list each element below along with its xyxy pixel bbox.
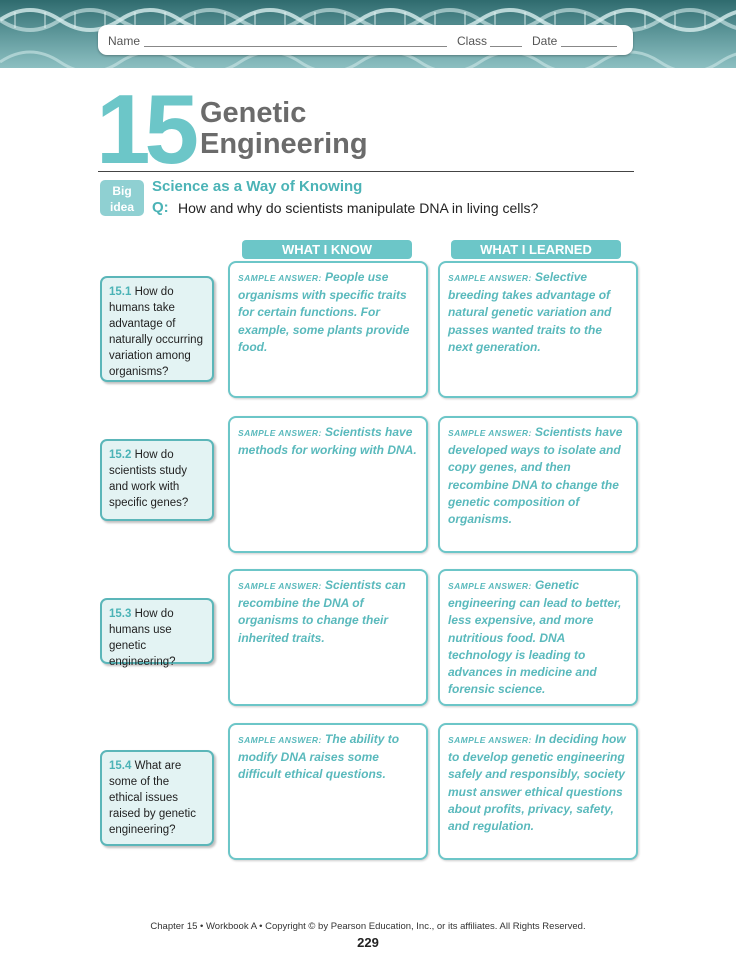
learned-answer-box-15-1[interactable]: Sample answer: Selective breeding takes … <box>438 261 638 398</box>
know-answer-text: The ability to modify DNA raises some di… <box>238 732 400 782</box>
question-box-15-1: 15.1 How do humans take advantage of nat… <box>100 276 214 382</box>
sample-answer-label: Sample answer: <box>448 735 532 745</box>
date-label: Date <box>532 34 558 48</box>
question-number: 15.2 <box>109 449 132 461</box>
know-answer-box-15-3[interactable]: Sample answer: Scientists can recombine … <box>228 569 428 706</box>
column-header-know: WHAT I KNOW <box>242 240 412 259</box>
sample-answer-label: Sample answer: <box>238 735 322 745</box>
big-idea-badge-line1: Big <box>112 184 132 198</box>
know-answer-box-15-4[interactable]: Sample answer: The ability to modify DNA… <box>228 723 428 860</box>
sample-answer-label: Sample answer: <box>448 273 532 283</box>
name-field[interactable] <box>144 46 447 47</box>
name-label: Name <box>108 34 141 48</box>
know-answer-box-15-1[interactable]: Sample answer: People use organisms with… <box>228 261 428 398</box>
question-number: 15.3 <box>109 608 132 620</box>
class-label: Class <box>457 34 488 48</box>
question-text: How do humans take advantage of naturall… <box>109 286 203 378</box>
question-box-15-2: 15.2 How do scientists study and work wi… <box>100 439 214 521</box>
question-label: Q: <box>152 199 169 216</box>
learned-answer-text: In deciding how to develop genetic engin… <box>448 732 626 834</box>
learned-answer-box-15-4[interactable]: Sample answer: In deciding how to develo… <box>438 723 638 860</box>
date-field[interactable] <box>561 46 617 47</box>
name-class-date-bar: Name Class Date <box>98 25 633 55</box>
sample-answer-label: Sample answer: <box>448 581 532 591</box>
question-number: 15.1 <box>109 286 132 298</box>
question-number: 15.4 <box>109 760 132 772</box>
know-answer-text: Scientists have methods for working with… <box>238 425 417 458</box>
chapter-number: 15 <box>96 74 199 184</box>
big-idea-question: How and why do scientists manipulate DNA… <box>178 200 539 216</box>
question-text: How do scientists study and work with sp… <box>109 449 189 509</box>
header-banner: Name Class Date <box>0 0 736 68</box>
question-text: What are some of the ethical issues rais… <box>109 760 196 836</box>
question-box-15-3: 15.3 How do humans use genetic engineeri… <box>100 598 214 668</box>
copyright-footer: Chapter 15 • Workbook A • Copyright © by… <box>150 921 586 932</box>
know-answer-text: Scientists can recombine the DNA of orga… <box>238 578 406 645</box>
question-box-15-4: 15.4 What are some of the ethical issues… <box>100 750 214 846</box>
title-divider <box>98 171 634 172</box>
page-number: 229 <box>357 935 379 950</box>
column-header-learned: WHAT I LEARNED <box>451 240 621 259</box>
class-field[interactable] <box>490 46 522 47</box>
know-answer-box-15-2[interactable]: Sample answer: Scientists have methods f… <box>228 416 428 553</box>
sample-answer-label: Sample answer: <box>448 428 532 438</box>
question-text: How do humans use genetic engineering? <box>109 608 176 668</box>
sample-answer-label: Sample answer: <box>238 581 322 591</box>
big-idea-badge-line2: idea <box>109 200 134 214</box>
chapter-title-line1: Genetic <box>200 97 307 129</box>
learned-answer-text: Genetic engineering can lead to better, … <box>448 578 622 697</box>
learned-answer-text: Selective breeding takes advantage of na… <box>448 270 612 354</box>
sample-answer-label: Sample answer: <box>238 273 322 283</box>
big-idea-title: Science as a Way of Knowing <box>152 178 363 195</box>
learned-answer-box-15-3[interactable]: Sample answer: Genetic engineering can l… <box>438 569 638 706</box>
learned-answer-text: Scientists have developed ways to isolat… <box>448 425 623 527</box>
know-answer-text: People use organisms with specific trait… <box>238 270 410 354</box>
chapter-title-line2: Engineering <box>200 128 368 160</box>
chapter-title: Genetic Engineering <box>200 98 368 160</box>
big-idea-badge: Big idea <box>100 180 144 216</box>
sample-answer-label: Sample answer: <box>238 428 322 438</box>
learned-answer-box-15-2[interactable]: Sample answer: Scientists have developed… <box>438 416 638 553</box>
